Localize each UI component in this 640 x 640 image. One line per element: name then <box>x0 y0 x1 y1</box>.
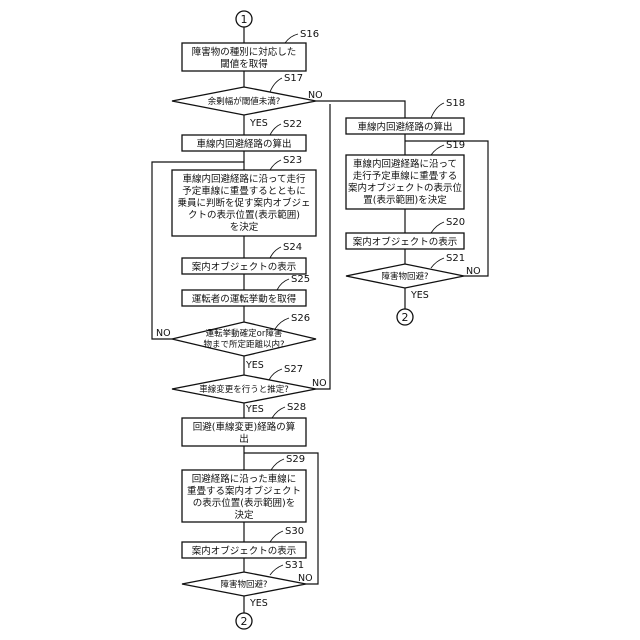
svg-text:YES: YES <box>249 118 268 129</box>
svg-text:S24: S24 <box>283 242 302 253</box>
svg-text:案内オブジェクトの表示: 案内オブジェクトの表示 <box>353 236 458 248</box>
svg-text:YES: YES <box>245 360 264 371</box>
svg-text:の表示位置(表示範囲)を: の表示位置(表示範囲)を <box>193 497 295 509</box>
connector-bottom-right: 2 <box>397 309 413 325</box>
svg-text:閾値を取得: 閾値を取得 <box>220 58 268 70</box>
svg-text:NO: NO <box>312 378 327 389</box>
connector-bottom-left: 2 <box>236 613 252 629</box>
svg-text:物まで所定距離以内?: 物まで所定距離以内? <box>203 339 284 350</box>
svg-text:予定車線に重畳するとともに: 予定車線に重畳するとともに <box>182 185 306 197</box>
svg-text:S27: S27 <box>284 364 303 375</box>
svg-text:回避(車線変更)経路の算: 回避(車線変更)経路の算 <box>193 421 295 433</box>
svg-text:S26: S26 <box>291 313 310 324</box>
svg-text:車線内回避経路の算出: 車線内回避経路の算出 <box>196 138 291 150</box>
step-s16: 障害物の種別に対応した 閾値を取得 S16 <box>182 29 319 71</box>
step-s25: 運転者の運転挙動を取得 S25 <box>182 274 310 306</box>
svg-text:障害物回避?: 障害物回避? <box>220 579 267 590</box>
connector-top: 1 <box>236 11 252 27</box>
svg-text:出: 出 <box>239 433 249 445</box>
svg-text:S18: S18 <box>446 98 465 109</box>
svg-text:余剰幅が閾値未満?: 余剰幅が閾値未満? <box>208 96 281 107</box>
svg-text:障害物の種別に対応した: 障害物の種別に対応した <box>192 46 297 58</box>
svg-text:車線内回避経路に沿って走行: 車線内回避経路に沿って走行 <box>182 173 306 185</box>
svg-text:S22: S22 <box>283 119 302 130</box>
svg-text:案内オブジェクトの表示: 案内オブジェクトの表示 <box>192 545 297 557</box>
svg-text:NO: NO <box>298 573 313 584</box>
svg-text:YES: YES <box>245 404 264 415</box>
svg-text:回避経路に沿った車線に: 回避経路に沿った車線に <box>192 473 297 485</box>
svg-text:運転者の運転挙動を取得: 運転者の運転挙動を取得 <box>192 293 297 305</box>
svg-text:NO: NO <box>466 266 481 277</box>
svg-text:2: 2 <box>241 615 248 628</box>
svg-text:決定: 決定 <box>234 509 254 521</box>
svg-text:車線変更を行うと推定?: 車線変更を行うと推定? <box>199 384 289 395</box>
svg-text:車線内回避経路の算出: 車線内回避経路の算出 <box>357 121 452 133</box>
svg-text:案内オブジェクトの表示位: 案内オブジェクトの表示位 <box>348 182 463 194</box>
svg-text:置(表示範囲)を決定: 置(表示範囲)を決定 <box>363 194 447 206</box>
svg-text:S29: S29 <box>286 454 305 465</box>
svg-text:乗員に判断を促す案内オブジェ: 乗員に判断を促す案内オブジェ <box>177 197 310 209</box>
svg-text:NO: NO <box>156 328 171 339</box>
svg-text:案内オブジェクトの表示: 案内オブジェクトの表示 <box>192 261 297 273</box>
svg-text:重畳する案内オブジェクト: 重畳する案内オブジェクト <box>187 485 301 497</box>
svg-text:NO: NO <box>308 90 323 101</box>
svg-text:S20: S20 <box>446 217 465 228</box>
svg-text:YES: YES <box>249 598 268 609</box>
svg-text:S16: S16 <box>300 29 319 40</box>
svg-text:障害物回避?: 障害物回避? <box>381 271 428 282</box>
svg-text:走行予定車線に重畳する: 走行予定車線に重畳する <box>353 170 458 182</box>
svg-text:を決定: を決定 <box>230 221 259 233</box>
svg-text:S31: S31 <box>285 560 304 571</box>
svg-text:車線内回避経路に沿って: 車線内回避経路に沿って <box>353 158 457 170</box>
svg-text:S19: S19 <box>446 140 465 151</box>
svg-text:S23: S23 <box>283 155 302 166</box>
svg-text:S25: S25 <box>291 274 310 285</box>
svg-text:S17: S17 <box>284 73 303 84</box>
svg-text:クトの表示位置(表示範囲): クトの表示位置(表示範囲) <box>188 209 300 221</box>
svg-text:S30: S30 <box>285 526 304 537</box>
svg-text:YES: YES <box>410 290 429 301</box>
svg-text:1: 1 <box>241 13 248 26</box>
svg-text:2: 2 <box>402 311 409 324</box>
svg-text:S21: S21 <box>446 253 465 264</box>
svg-text:S28: S28 <box>287 402 306 413</box>
svg-text:運転挙動確定or障害: 運転挙動確定or障害 <box>206 328 283 339</box>
